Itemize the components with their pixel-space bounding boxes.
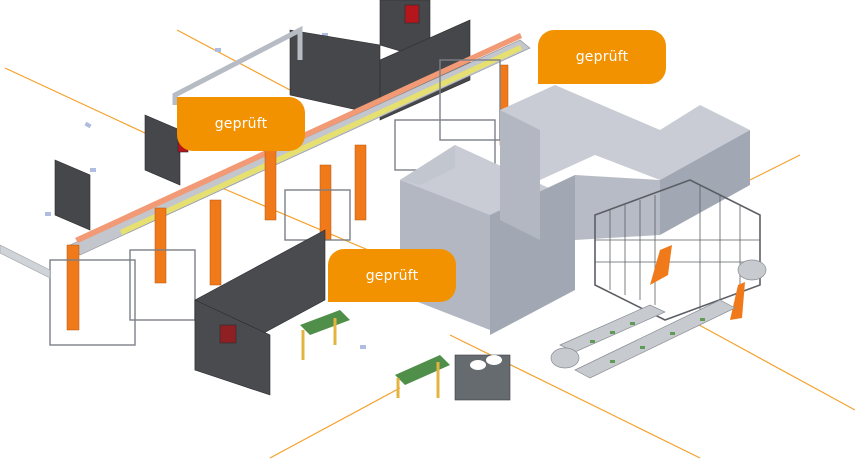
robot-arm [730, 282, 745, 320]
floor-line [689, 319, 855, 411]
safety-fence-front [194, 229, 326, 396]
floor-line [214, 184, 381, 256]
floor-line [269, 387, 401, 459]
building-block-right [500, 85, 750, 240]
robot-arm [650, 245, 672, 285]
floor-line [4, 67, 161, 141]
status-callout-checked: geprüft [538, 30, 666, 84]
machine-columns [66, 64, 509, 331]
u-conveyor [550, 259, 767, 379]
floor-line [176, 29, 291, 91]
robot-cell [594, 179, 761, 321]
conveyor-trays [590, 318, 705, 363]
warning-sign [404, 4, 420, 24]
entry-conveyor [0, 244, 51, 279]
status-callout-checked: geprüft [328, 249, 456, 302]
floor-line [749, 154, 801, 181]
overhead-duct [172, 25, 303, 105]
floor-markers [45, 33, 366, 349]
safety-fence-rear [54, 0, 471, 231]
status-callout-checked: geprüft [177, 97, 305, 151]
workbenches [300, 310, 511, 401]
